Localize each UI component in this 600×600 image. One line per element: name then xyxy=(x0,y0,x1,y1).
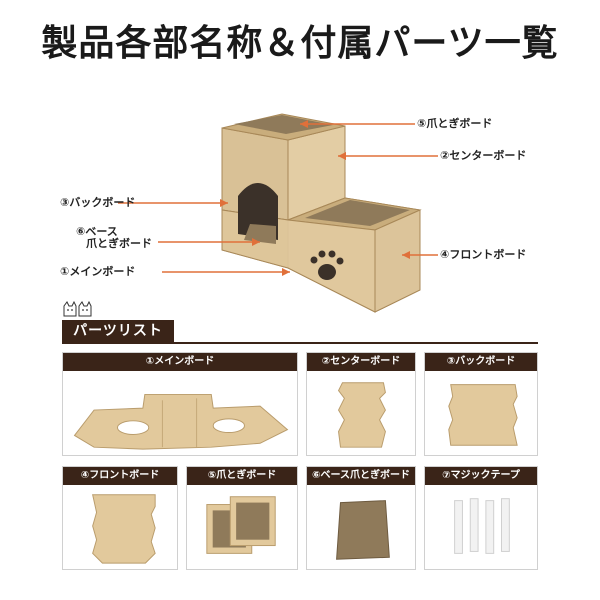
page-title: 製品各部名称＆付属パーツ一覧 xyxy=(41,23,559,64)
label-base-claw-line1: ⑥ベース xyxy=(76,225,118,238)
part-card-title: ⑥ベース爪とぎボード xyxy=(307,467,415,485)
part-card-title: ②センターボード xyxy=(307,353,415,371)
part-card-title: ①メインボード xyxy=(63,353,297,371)
center-board-image xyxy=(337,382,386,448)
part-card-front-board: ④フロントボード xyxy=(62,466,178,570)
front-board-image xyxy=(92,494,156,564)
label-claw-board: ⑤爪とぎボード xyxy=(417,117,493,130)
part-card-title: ⑤爪とぎボード xyxy=(187,467,297,485)
product-diagram: ⑤爪とぎボード ②センターボード ③バックボード ⑥ベース 爪とぎボード ①メイ… xyxy=(0,100,600,320)
label-base-claw-line2: 爪とぎボード xyxy=(86,237,152,250)
cat-faces-icon xyxy=(63,300,92,317)
parts-heading-rule xyxy=(62,342,538,344)
label-base-claw-board: ⑥ベース 爪とぎボード xyxy=(60,226,160,250)
label-front-board: ④フロントボード xyxy=(440,248,527,261)
cat-house-illustration xyxy=(118,113,438,313)
label-center-board: ②センターボード xyxy=(440,149,527,162)
part-card-title: ④フロントボード xyxy=(63,467,177,485)
part-card-main-board: ①メインボード xyxy=(62,352,298,456)
back-board-image xyxy=(448,384,518,446)
label-back-board: ③バックボード xyxy=(60,196,136,209)
claw-board-image xyxy=(206,496,276,554)
part-card-title: ③バックボード xyxy=(425,353,537,371)
main-board-image xyxy=(73,393,289,450)
part-card-center-board: ②センターボード xyxy=(306,352,416,456)
part-card-magic-tape: ⑦マジックテープ xyxy=(424,466,538,570)
part-card-claw-board: ⑤爪とぎボード xyxy=(186,466,298,570)
part-card-back-board: ③バックボード xyxy=(424,352,538,456)
part-card-title: ⑦マジックテープ xyxy=(425,467,537,485)
parts-list-heading: パーツリスト xyxy=(62,320,174,342)
magic-tape-image xyxy=(454,498,510,554)
part-card-base-claw-board: ⑥ベース爪とぎボード xyxy=(306,466,416,570)
base-claw-board-image xyxy=(336,500,390,560)
label-main-board: ①メインボード xyxy=(60,265,136,278)
